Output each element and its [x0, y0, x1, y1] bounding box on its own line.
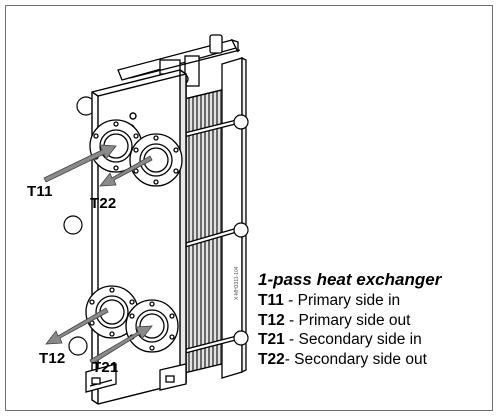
- label-t22: T22: [90, 195, 117, 212]
- legend-text: - Primary side in: [283, 292, 401, 309]
- legend-title: 1-pass heat exchanger: [258, 270, 442, 289]
- legend-text: - Secondary side out: [284, 350, 427, 368]
- legend-text: - Primary side out: [284, 311, 411, 329]
- drawing-code: X-MH3311-104: [234, 266, 240, 300]
- legend-item-t11: T11 - Primary side in: [258, 291, 441, 311]
- arrow-t11: [43, 144, 117, 183]
- legend-item-t21: T21 - Secondary side in: [258, 330, 441, 350]
- arrow-t21: [89, 325, 153, 365]
- label-t11: T11: [27, 183, 53, 200]
- legend-item-t12: T12 - Primary side out: [258, 311, 441, 331]
- legend-code: T11: [258, 292, 284, 309]
- arrow-t12: [45, 307, 109, 345]
- port-t22: [129, 133, 183, 187]
- legend-code: T22: [258, 350, 285, 368]
- legend-code: T21: [258, 331, 285, 348]
- pressure-plate: [221, 56, 247, 379]
- label-t12: T12: [39, 350, 66, 367]
- top-carrying-bar: [117, 34, 241, 87]
- legend-code: T12: [258, 311, 285, 329]
- label-t21: T21: [92, 359, 119, 376]
- flow-arrows: [43, 144, 153, 365]
- feet: [85, 363, 187, 393]
- legend-item-t22: T22- Secondary side out: [258, 350, 441, 370]
- legend-text: - Secondary side in: [284, 331, 422, 348]
- arrow-t22: [99, 155, 153, 187]
- legend: 1-pass heat exchanger T11 - Primary side…: [258, 270, 441, 369]
